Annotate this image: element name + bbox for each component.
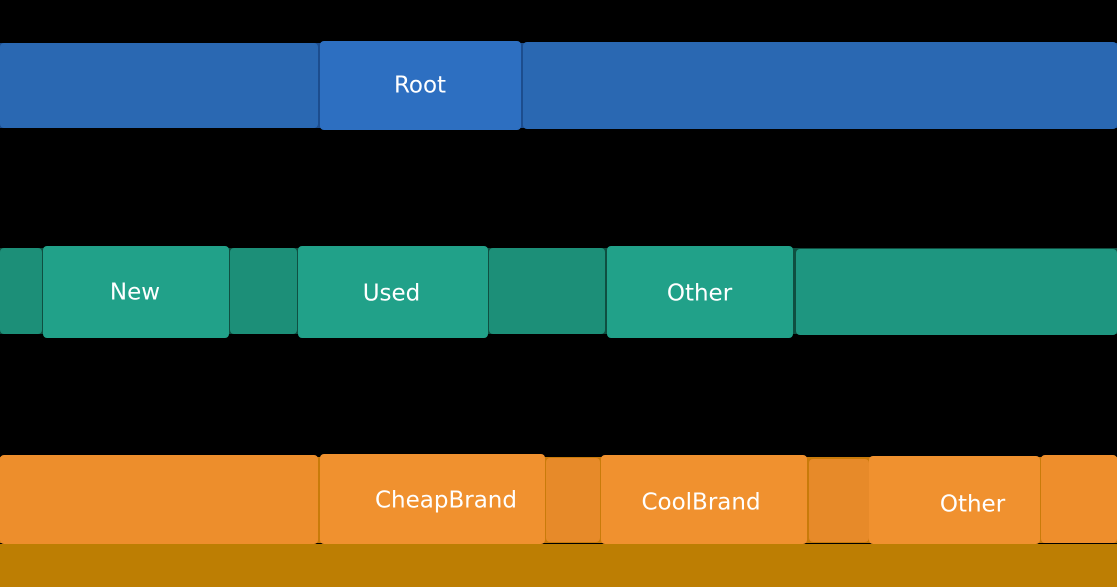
- node-root[interactable]: Root: [319, 41, 521, 130]
- node-level4-truncated[interactable]: [0, 543, 1117, 587]
- node-l1-right[interactable]: [522, 42, 1117, 129]
- node-l1-left[interactable]: [0, 42, 318, 128]
- node-l2-sliver-left[interactable]: [0, 247, 42, 334]
- node-new-label: New: [109, 279, 161, 306]
- node-coolbrand[interactable]: CoolBrand: [601, 454, 807, 544]
- node-other-level3-label: Other: [939, 491, 1006, 517]
- node-l3-left[interactable]: [0, 455, 318, 544]
- node-l3-right[interactable]: [1040, 454, 1117, 543]
- node-other-level2-label: Other: [666, 280, 733, 306]
- node-other-level2[interactable]: Other: [606, 245, 793, 338]
- node-new[interactable]: New: [43, 245, 229, 338]
- node-used-label: Used: [362, 280, 421, 306]
- node-l2-right[interactable]: [795, 249, 1117, 335]
- node-cheapbrand[interactable]: CheapBrand: [319, 454, 545, 544]
- node-other-level3[interactable]: Other: [869, 456, 1040, 544]
- node-cheapbrand-label: CheapBrand: [375, 487, 517, 514]
- node-coolbrand-label: CoolBrand: [641, 489, 761, 516]
- node-l2-gap-2[interactable]: [489, 248, 605, 334]
- node-l2-gap-1[interactable]: [229, 247, 297, 334]
- node-l3-gap-1[interactable]: [545, 458, 600, 542]
- node-root-label: Root: [393, 72, 447, 99]
- node-used[interactable]: Used: [297, 245, 488, 338]
- node-l3-gap-2[interactable]: [809, 458, 869, 542]
